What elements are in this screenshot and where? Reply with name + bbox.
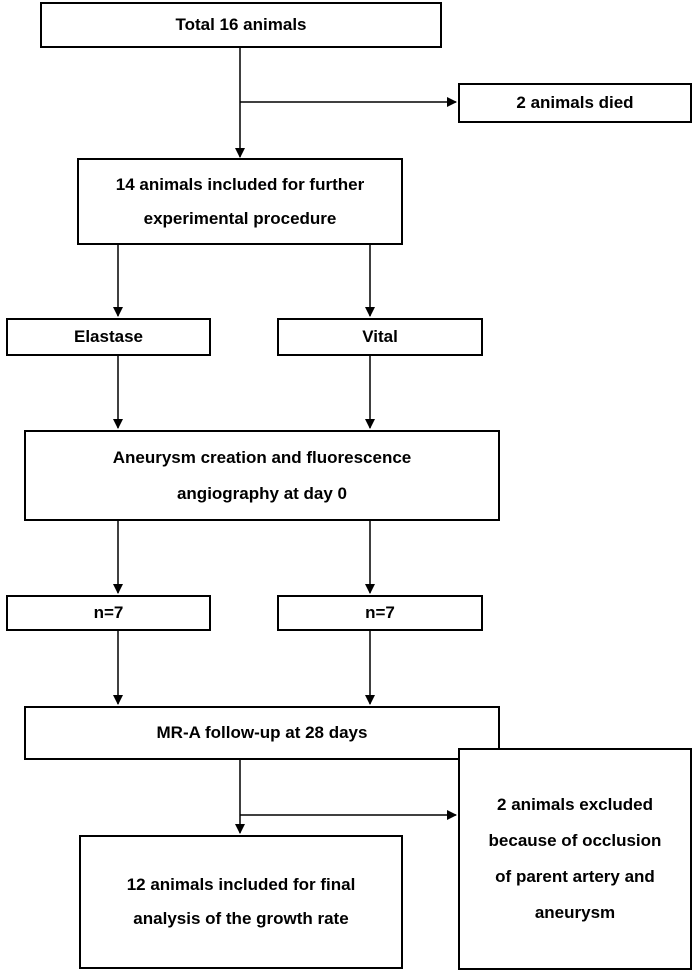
mra-followup-text: MR-A follow-up at 28 days [156, 723, 368, 742]
n-left-text: n=7 [93, 603, 124, 622]
aneurysm-creation-line-1: Aneurysm creation and fluorescence [112, 447, 412, 467]
elastase-text: Elastase [74, 327, 143, 346]
animals-excluded-line-3: of parent artery and [495, 867, 655, 886]
vital-box: Vital [277, 318, 483, 356]
animals-excluded-line-2: because of occlusion [488, 831, 662, 850]
final-analysis-box: 12 animals included for final analysis o… [79, 835, 403, 969]
animals-died-text: 2 animals died [516, 93, 634, 112]
animals-excluded-line-4: aneurysm [534, 903, 616, 922]
aneurysm-creation-box: Aneurysm creation and fluorescence angio… [24, 430, 500, 521]
animals-excluded-box: 2 animals excluded because of occlusion … [458, 748, 692, 970]
aneurysm-creation-line-2: angiography at day 0 [176, 483, 348, 503]
n-left-box: n=7 [6, 595, 211, 631]
elastase-box: Elastase [6, 318, 211, 356]
animals-died-box: 2 animals died [458, 83, 692, 123]
animals-included-line-2: experimental procedure [143, 208, 337, 228]
total-animals-box: Total 16 animals [40, 2, 442, 48]
animals-included-line-1: 14 animals included for further [115, 174, 365, 194]
final-analysis-line-1: 12 animals included for final [126, 875, 356, 894]
mra-followup-box: MR-A follow-up at 28 days [24, 706, 500, 760]
animals-excluded-line-1: 2 animals excluded [497, 795, 653, 814]
animals-included-box: 14 animals included for further experime… [77, 158, 403, 245]
n-right-box: n=7 [277, 595, 483, 631]
final-analysis-line-2: analysis of the growth rate [133, 909, 349, 928]
n-right-text: n=7 [365, 603, 395, 622]
total-animals-text: Total 16 animals [175, 15, 307, 34]
vital-text: Vital [362, 327, 398, 346]
